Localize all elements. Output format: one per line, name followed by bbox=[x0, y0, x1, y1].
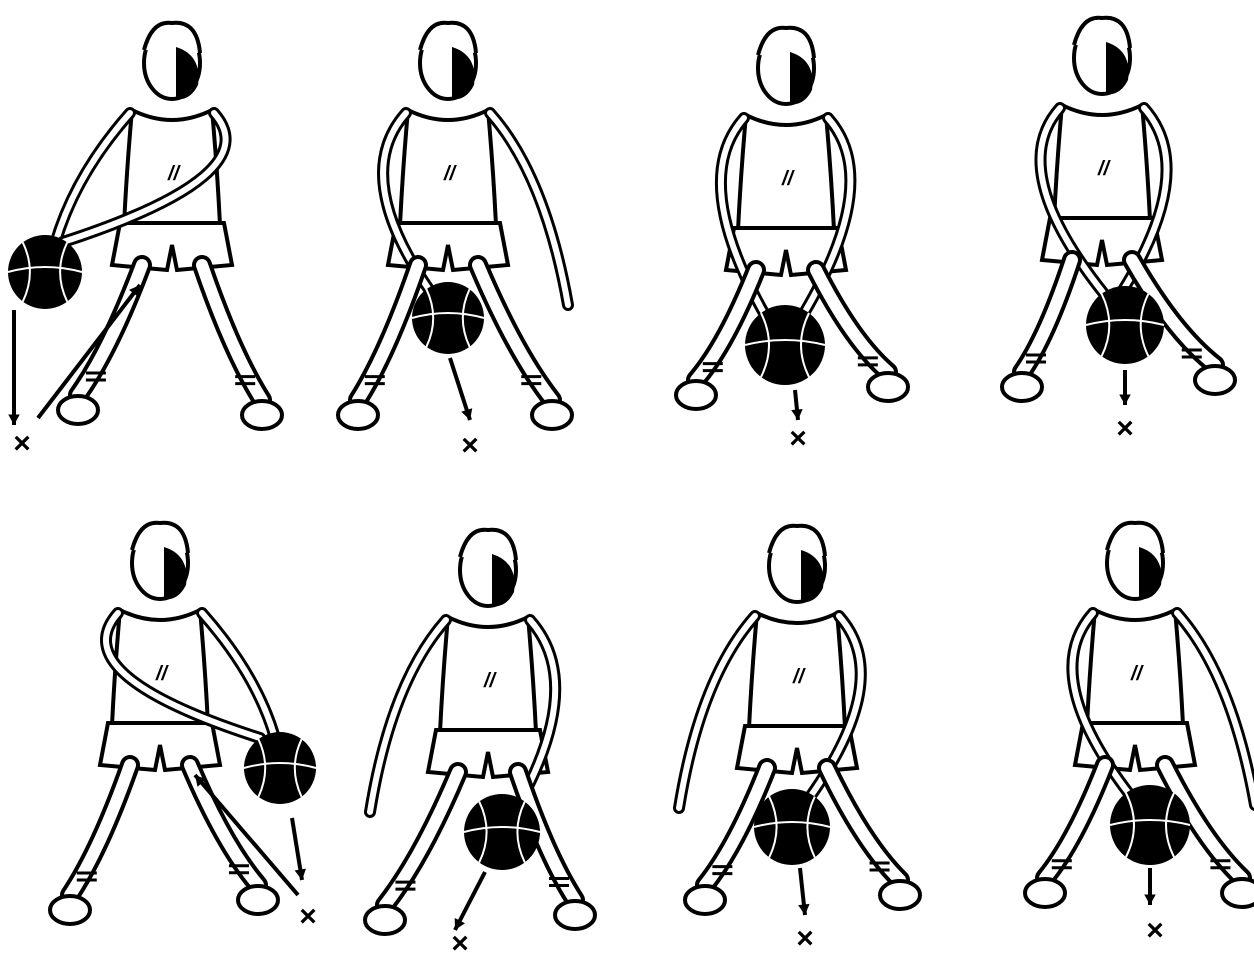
player-frame-3: //× bbox=[676, 28, 908, 455]
player-frame-6: //× bbox=[365, 530, 595, 959]
shoe bbox=[1025, 879, 1065, 907]
target-x-marker: × bbox=[299, 900, 317, 933]
shoe bbox=[532, 401, 572, 429]
motion-arrow-head bbox=[798, 904, 809, 915]
shoe bbox=[365, 906, 405, 934]
player-frame-2: //× bbox=[338, 23, 572, 462]
target-x-marker: × bbox=[461, 429, 479, 462]
basketball bbox=[464, 794, 540, 870]
left-arm bbox=[679, 616, 755, 808]
player-frame-7: //× bbox=[679, 526, 920, 955]
player-frame-4: //× bbox=[1002, 18, 1235, 445]
shoe bbox=[1195, 366, 1235, 394]
right-arm bbox=[490, 113, 568, 305]
motion-arrow-head bbox=[791, 409, 802, 420]
basketball bbox=[412, 282, 484, 354]
target-x-marker: × bbox=[13, 427, 31, 460]
hair bbox=[420, 23, 476, 53]
shoe bbox=[1002, 373, 1042, 401]
target-x-marker: × bbox=[1146, 914, 1164, 947]
player-frame-1: //× bbox=[8, 23, 282, 460]
hair bbox=[769, 526, 825, 556]
target-x-marker: × bbox=[796, 922, 814, 955]
basketball bbox=[745, 305, 825, 385]
shoe bbox=[242, 401, 282, 429]
player-frame-5: //× bbox=[50, 523, 317, 933]
motion-arrow-head bbox=[8, 414, 20, 425]
hair bbox=[1074, 18, 1130, 48]
shoe bbox=[676, 381, 716, 409]
hair bbox=[132, 523, 188, 553]
shoe bbox=[1222, 879, 1254, 907]
player-frame-8: //× bbox=[1025, 523, 1254, 947]
shoe bbox=[58, 396, 98, 424]
left-arm bbox=[370, 620, 446, 812]
shoe bbox=[868, 373, 908, 401]
shorts bbox=[100, 723, 220, 770]
hair bbox=[1107, 523, 1163, 553]
target-x-marker: × bbox=[451, 927, 469, 959]
motion-arrow-head bbox=[1119, 394, 1131, 405]
hair bbox=[144, 23, 200, 53]
basketball bbox=[8, 235, 82, 309]
shoe bbox=[338, 401, 378, 429]
shoe bbox=[555, 901, 595, 929]
right-arm bbox=[1177, 613, 1254, 805]
shoe bbox=[880, 881, 920, 909]
target-x-marker: × bbox=[1116, 412, 1134, 445]
hair bbox=[758, 28, 814, 58]
hair bbox=[460, 530, 516, 560]
motion-arrow-head bbox=[1144, 894, 1156, 905]
basketball bbox=[1086, 286, 1164, 364]
basketball bbox=[754, 789, 830, 865]
shoe bbox=[50, 896, 90, 924]
target-x-marker: × bbox=[789, 422, 807, 455]
shoe bbox=[238, 886, 278, 914]
basketball bbox=[1110, 785, 1190, 865]
shoe bbox=[685, 886, 725, 914]
basketball bbox=[244, 732, 316, 804]
shorts bbox=[112, 223, 232, 270]
